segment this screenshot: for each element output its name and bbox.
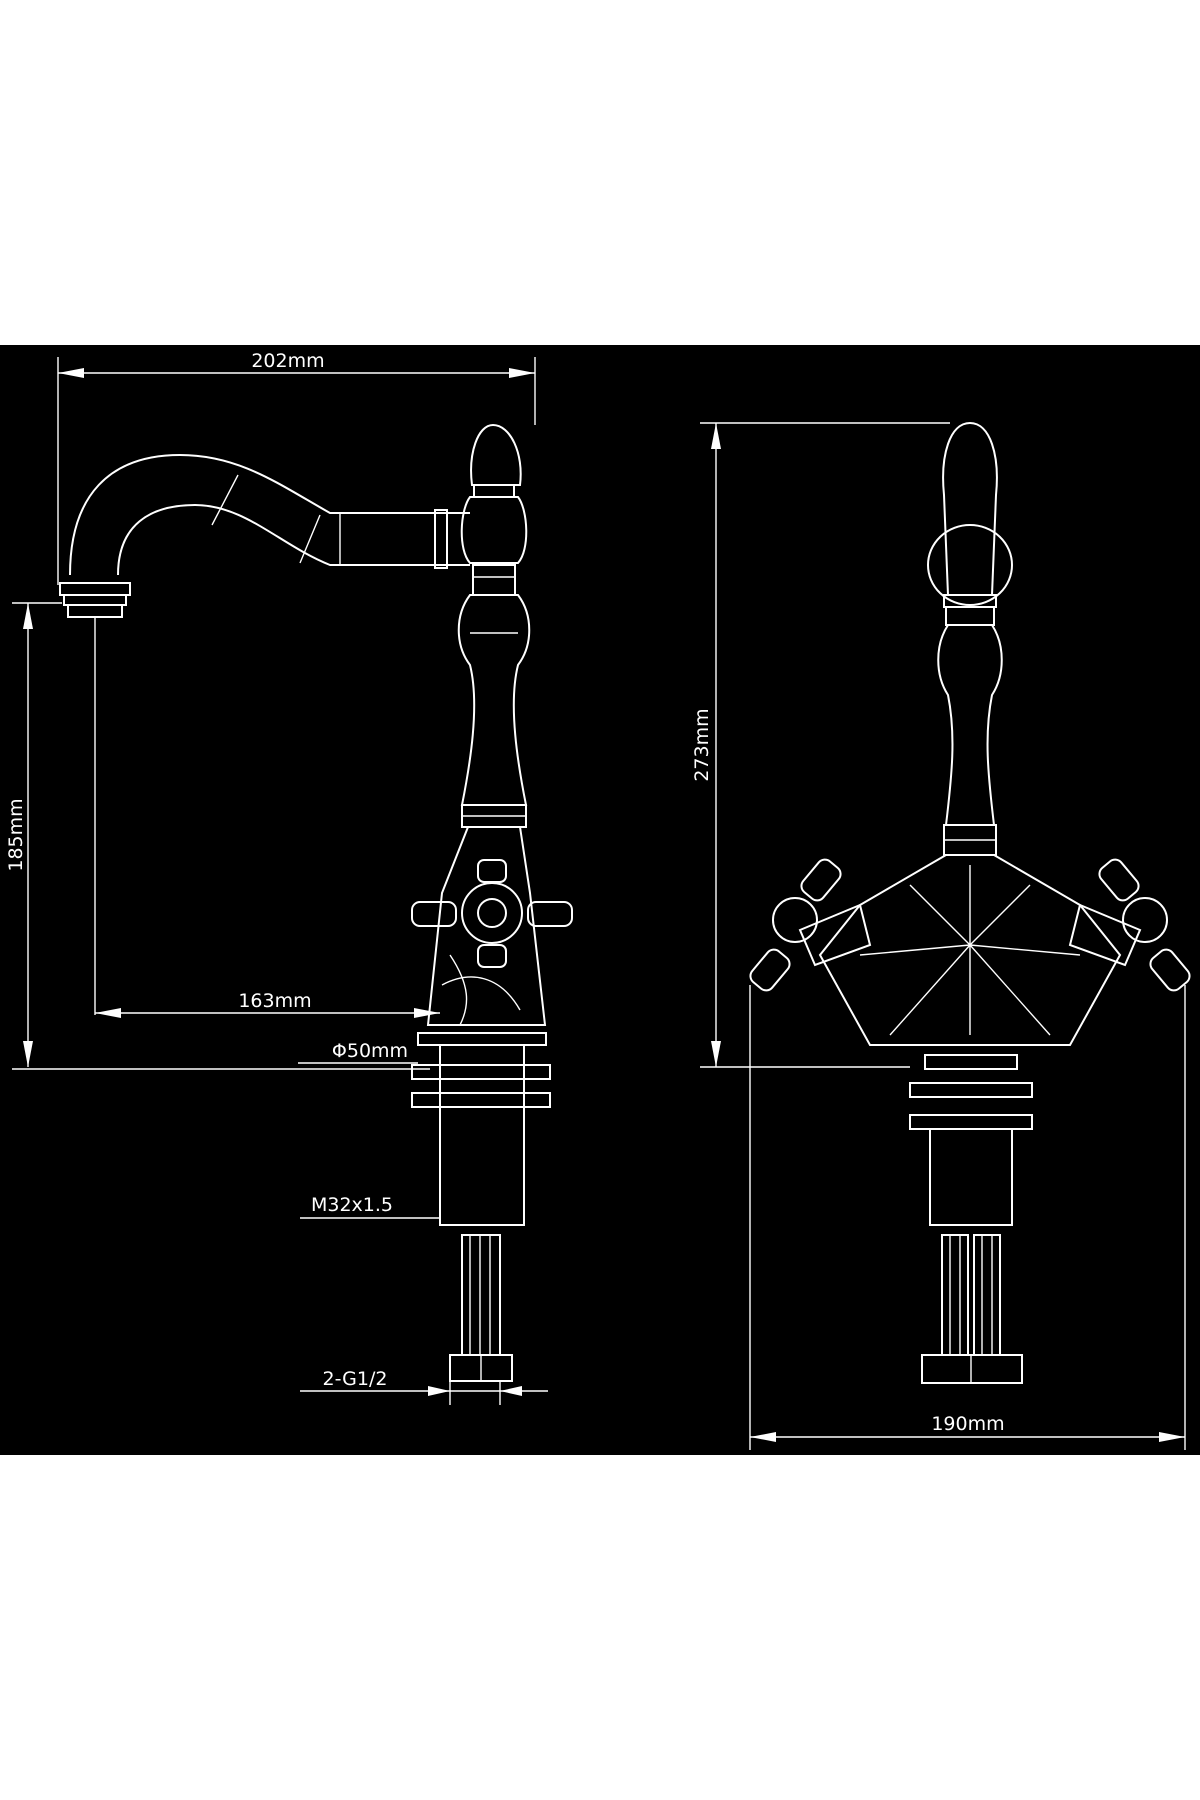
shank bbox=[439, 1044, 525, 1226]
spout-band-line bbox=[299, 514, 321, 564]
fan-line bbox=[889, 944, 971, 1036]
spout-front-ring bbox=[927, 524, 1013, 606]
thread-label: M32x1.5 bbox=[311, 1194, 393, 1216]
valve-body bbox=[426, 826, 547, 1026]
fan-line bbox=[969, 944, 1081, 956]
aerator-ring bbox=[67, 604, 123, 618]
finial-ring bbox=[473, 484, 515, 498]
arrowhead bbox=[58, 368, 84, 378]
handle-arm-top bbox=[477, 859, 507, 883]
fan-line bbox=[859, 944, 971, 956]
right-handle-hub bbox=[1122, 897, 1168, 943]
body-bulb bbox=[460, 496, 528, 564]
faucet-technical-drawing: 202mm 185mm 163mm Φ50mm M32x1.5 2-G1/2 bbox=[5, 350, 1191, 1450]
connections-label: 2-G1/2 bbox=[323, 1368, 388, 1390]
flex-hose bbox=[461, 1234, 501, 1356]
body-flute-line bbox=[441, 976, 521, 1011]
spout-band-line bbox=[211, 474, 239, 526]
arrowhead bbox=[428, 1386, 450, 1396]
total-height-label: 273mm bbox=[691, 708, 713, 781]
reach-label: 163mm bbox=[238, 990, 311, 1012]
width-label: 202mm bbox=[251, 350, 324, 372]
finial-front bbox=[942, 421, 998, 596]
arrowhead bbox=[23, 1041, 33, 1067]
arrowhead bbox=[1159, 1432, 1185, 1442]
arrowhead bbox=[414, 1008, 440, 1018]
arrowhead bbox=[23, 603, 33, 629]
left-handle-bottom bbox=[749, 948, 791, 992]
body-neck bbox=[472, 564, 516, 596]
front-hose-left bbox=[941, 1234, 969, 1356]
front-base-plate bbox=[924, 1054, 1018, 1070]
front-column bbox=[937, 624, 1003, 826]
arrowhead bbox=[750, 1432, 776, 1442]
front-view: 273mm 190mm bbox=[691, 421, 1191, 1450]
spout-lower-outline bbox=[117, 503, 470, 576]
body-flute-line bbox=[449, 954, 468, 1026]
front-washer bbox=[909, 1082, 1033, 1098]
front-nut bbox=[909, 1114, 1033, 1130]
nut bbox=[411, 1092, 551, 1108]
finial-cap bbox=[470, 423, 522, 486]
arrowhead bbox=[711, 1041, 721, 1067]
washer bbox=[411, 1064, 551, 1080]
left-handle-hub bbox=[772, 897, 818, 943]
technical-drawing-panel: 202mm 185mm 163mm Φ50mm M32x1.5 2-G1/2 bbox=[0, 345, 1200, 1455]
handle-arm-right bbox=[527, 901, 573, 927]
right-handle-top bbox=[1098, 858, 1140, 902]
arrowhead bbox=[711, 423, 721, 449]
front-ring bbox=[945, 606, 995, 626]
spout-collar bbox=[434, 509, 448, 569]
handle-arm-bottom bbox=[477, 944, 507, 968]
base-plate bbox=[417, 1032, 547, 1046]
arrowhead bbox=[500, 1386, 522, 1396]
side-view: 202mm 185mm 163mm Φ50mm M32x1.5 2-G1/2 bbox=[5, 350, 573, 1405]
front-hose-right bbox=[973, 1234, 1001, 1356]
handle-span-label: 190mm bbox=[931, 1413, 1004, 1435]
left-handle-top bbox=[800, 858, 842, 902]
front-shank bbox=[929, 1128, 1013, 1226]
arrowhead bbox=[509, 368, 535, 378]
arrowhead bbox=[95, 1008, 121, 1018]
handle-hub-inner bbox=[477, 898, 507, 928]
base-diameter-label: Φ50mm bbox=[332, 1040, 408, 1062]
fan-line bbox=[969, 884, 1031, 946]
fan-line bbox=[909, 884, 971, 946]
front-valve-body bbox=[818, 854, 1122, 1046]
handle-hub bbox=[461, 882, 523, 944]
left-handle-arm bbox=[798, 903, 872, 967]
right-handle-arm bbox=[1068, 903, 1142, 967]
front-hose-nuts bbox=[921, 1354, 1023, 1384]
right-handle-bottom bbox=[1149, 948, 1191, 992]
spout-height-label: 185mm bbox=[5, 798, 27, 871]
body-column bbox=[457, 594, 531, 806]
aerator-ring bbox=[63, 594, 127, 606]
aerator-ring bbox=[59, 582, 131, 596]
handle-arm-left bbox=[411, 901, 457, 927]
fan-line bbox=[969, 944, 1051, 1036]
spout-upper-outline bbox=[69, 453, 470, 576]
